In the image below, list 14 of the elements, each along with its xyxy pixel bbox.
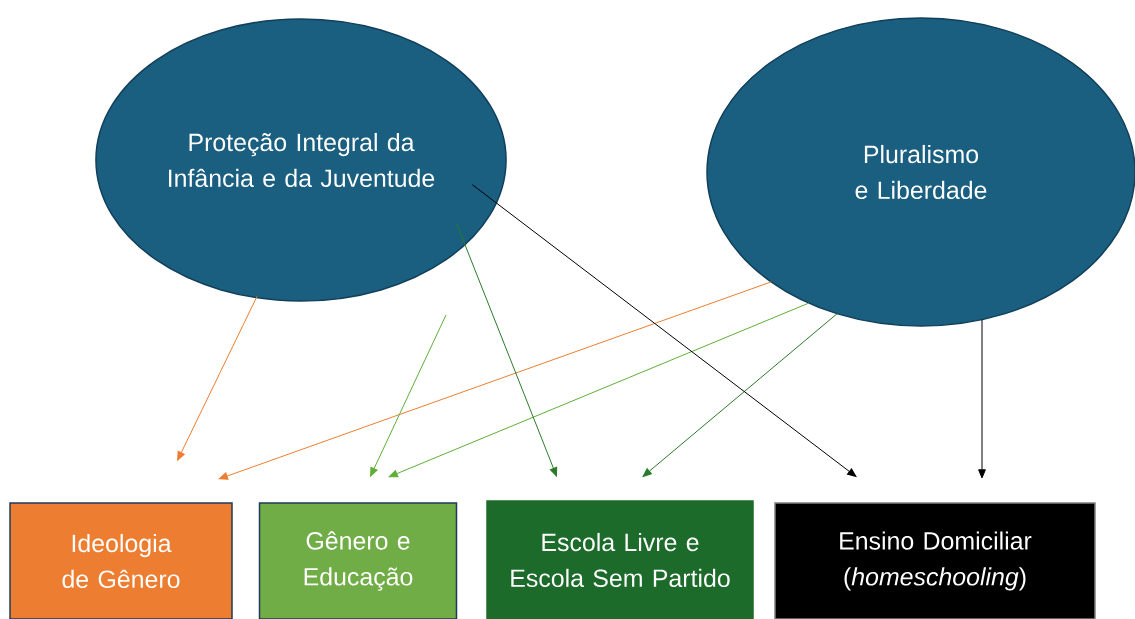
category-box: Ensino Domiciliar (homeschooling) [774,502,1096,619]
arrow [642,313,838,477]
arrow [370,314,447,477]
arrow [456,222,558,477]
arrow [388,302,810,478]
category-box: Ideologia de Gênero [9,502,233,619]
arrow [177,295,258,461]
category-box: Gênero e Educação [258,502,458,619]
category-box: Escola Livre e Escola Sem Partido [486,500,754,619]
ellipse-node: Pluralismo e Liberdade [706,17,1135,327]
ellipse-node: Proteção Integral da Infância e da Juventude [95,18,507,302]
arrow [471,184,857,477]
arrow [978,319,986,479]
arrow [218,281,772,480]
